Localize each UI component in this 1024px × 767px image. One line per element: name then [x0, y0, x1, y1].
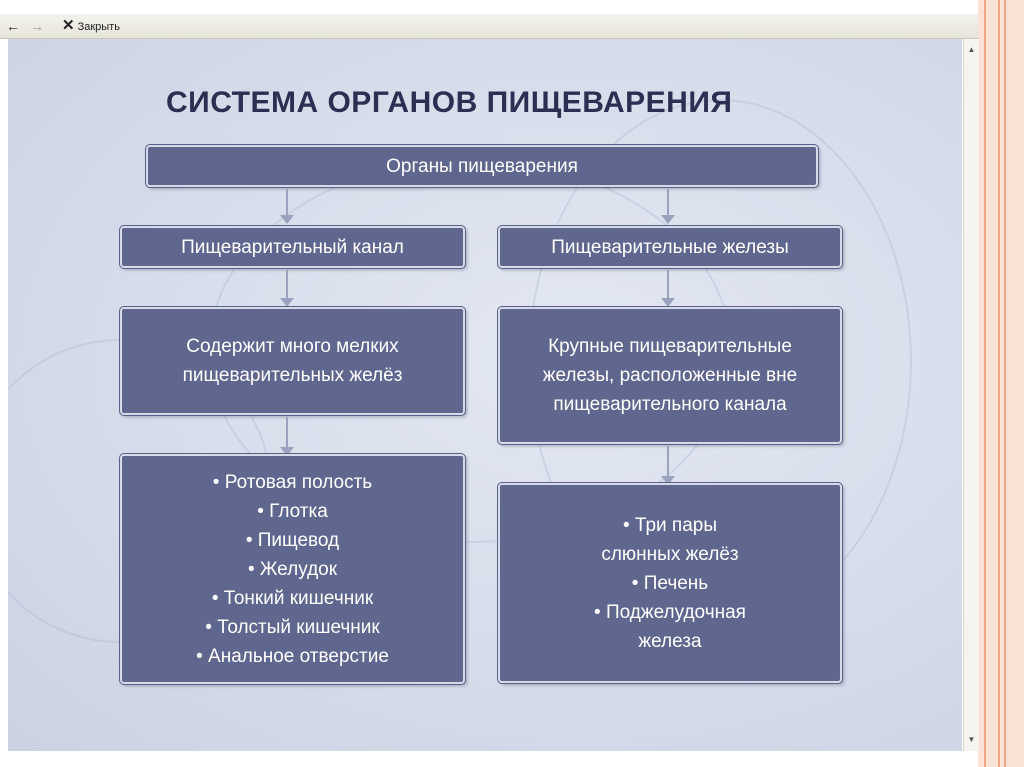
list-item: • Желудок [196, 555, 389, 584]
arrow-left-header [286, 270, 288, 300]
root-label: Органы пищеварения [386, 152, 578, 181]
right-header-box: Пищеварительные железы [498, 226, 842, 268]
list-item: • Печень [594, 569, 746, 598]
left-header-box: Пищеварительный канал [120, 226, 465, 268]
list-item: • Ротовая полость [196, 468, 389, 497]
left-description-box: Содержит много мелких пищеварительных же… [120, 307, 465, 415]
list-item: • Толстый кишечник [196, 613, 389, 642]
arrow-root-right [667, 189, 669, 217]
left-description-text: Содержит много мелких пищеварительных же… [162, 332, 423, 390]
list-item: • Поджелудочная [594, 598, 746, 627]
scroll-down-icon[interactable]: ▼ [964, 732, 979, 748]
left-organs-list: • Ротовая полость • Глотка • Пищевод • Ж… [120, 454, 465, 684]
right-description-line: Крупные пищеварительные [543, 332, 797, 361]
close-button[interactable]: ✕Закрыть [62, 14, 120, 38]
right-glands-list: • Три пары слюнных желёз • Печень • Подж… [498, 483, 842, 683]
list-item: • Три пары [594, 511, 746, 540]
arrow-right-description [667, 446, 669, 478]
arrow-root-left [286, 189, 288, 217]
close-label: Закрыть [78, 21, 120, 33]
back-arrow-icon[interactable]: ← [6, 14, 20, 38]
page-border-decoration [978, 0, 1024, 767]
list-item: • Тонкий кишечник [196, 584, 389, 613]
list-item: слюнных желёз [594, 540, 746, 569]
list-item: железа [594, 627, 746, 656]
close-icon: ✕ [62, 17, 75, 34]
arrow-right-header [667, 270, 669, 300]
arrow-left-description [286, 417, 288, 449]
list-item: • Пищевод [196, 526, 389, 555]
slide: СИСТЕМА ОРГАНОВ ПИЩЕВАРЕНИЯ Органы пищев… [8, 39, 962, 751]
left-header-label: Пищеварительный канал [181, 233, 404, 262]
list-item: • Анальное отверстие [196, 642, 389, 671]
vertical-scrollbar[interactable]: ▲ ▼ [963, 39, 979, 751]
right-header-label: Пищеварительные железы [551, 233, 789, 262]
right-description-line: пищеварительного канала [543, 390, 797, 419]
slide-title: СИСТЕМА ОРГАНОВ ПИЩЕВАРЕНИЯ [166, 86, 806, 120]
scroll-up-icon[interactable]: ▲ [964, 42, 979, 58]
list-item: • Глотка [196, 497, 389, 526]
right-description-box: Крупные пищеварительные железы, располож… [498, 307, 842, 444]
right-description-line: железы, расположенные вне [543, 361, 797, 390]
viewer-toolbar: ← → ✕Закрыть [0, 14, 978, 39]
forward-arrow-icon[interactable]: → [30, 14, 44, 38]
root-box: Органы пищеварения [146, 145, 818, 187]
